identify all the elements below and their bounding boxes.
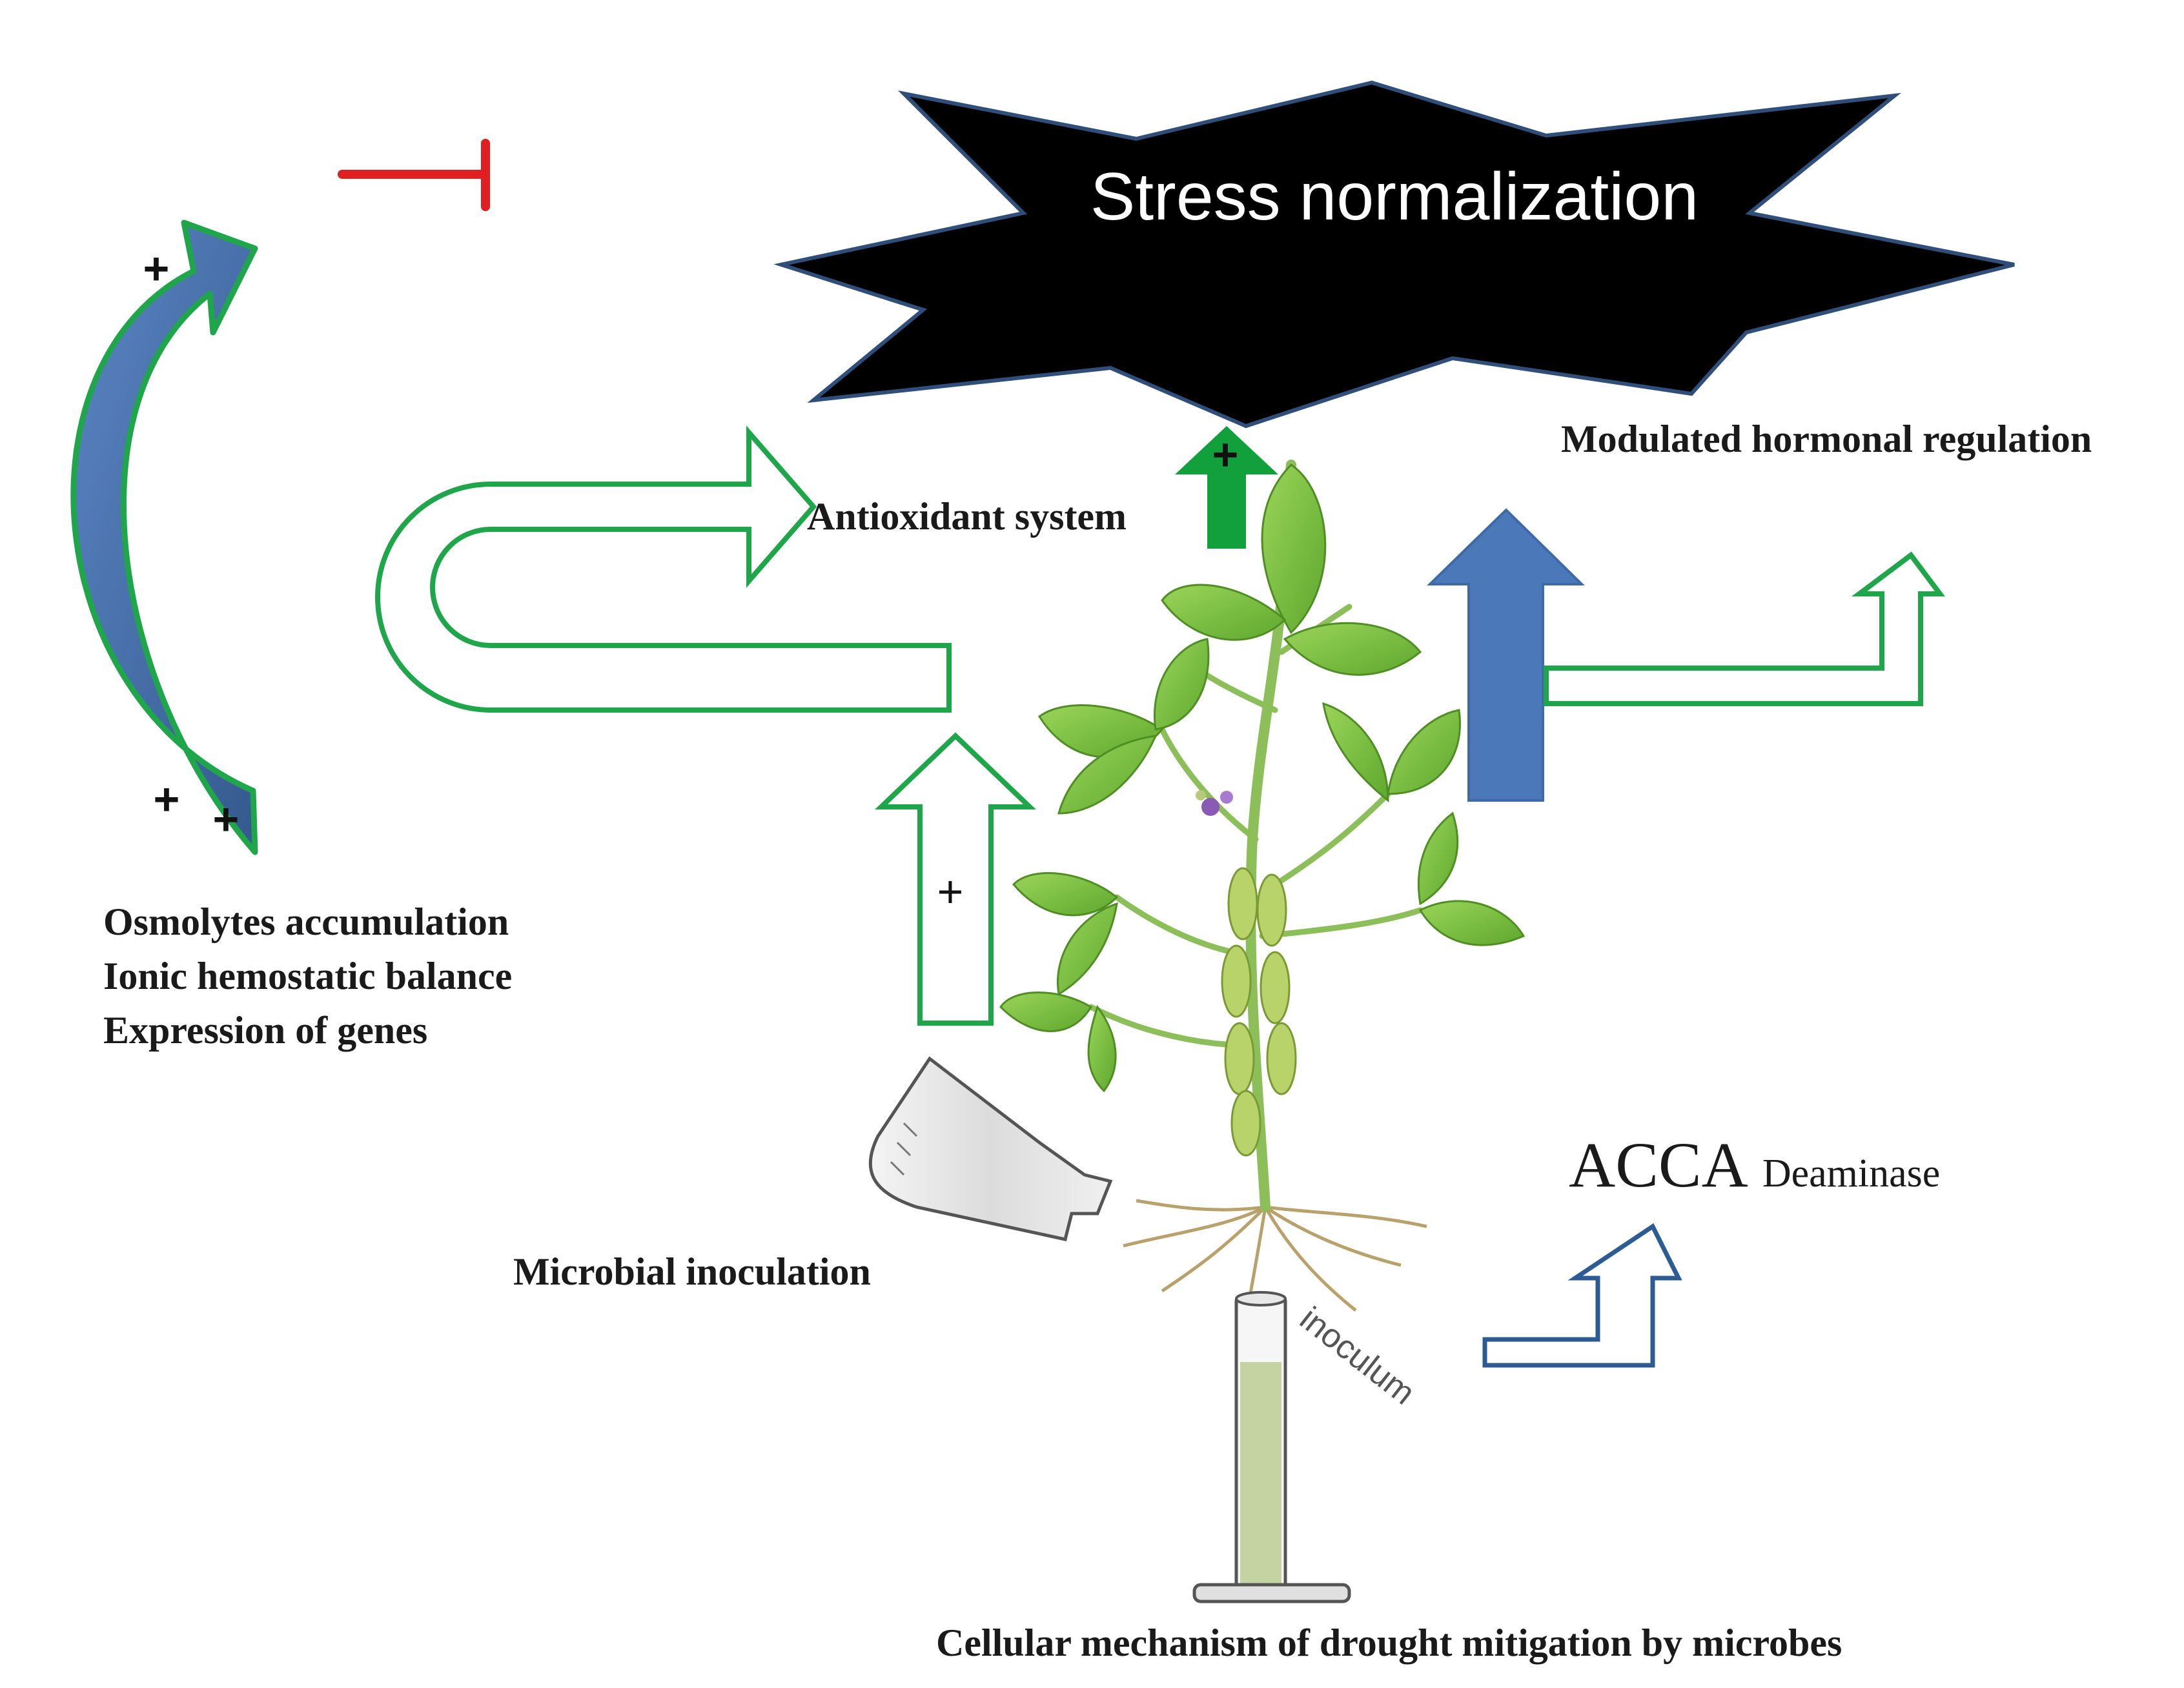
- inoculum-label: inoculum: [1293, 1300, 1422, 1412]
- microbial-up-arrow: +: [875, 732, 1036, 1026]
- modulated-hormonal-regulation-label: Modulated hormonal regulation: [1561, 418, 2092, 460]
- plant-flowers: [1196, 790, 1233, 816]
- plus-sign: +: [154, 774, 180, 824]
- microbial-inoculation-label: Microbial inoculation: [513, 1250, 871, 1293]
- antioxidant-system-label: Antioxidant system: [807, 495, 1127, 538]
- flask-icon: [868, 1056, 1113, 1241]
- plus-sign: +: [143, 243, 170, 294]
- blue-arrow-shape: [1427, 508, 1585, 802]
- leaf: [1261, 463, 1327, 635]
- acca-main: ACCA: [1569, 1129, 1748, 1201]
- stress-normalization-title: Stress normalization: [1090, 159, 1699, 234]
- star-shape: [773, 80, 2015, 429]
- stress-normalization-star: Stress normalization: [773, 80, 2015, 429]
- leaf: [1161, 584, 1287, 641]
- plant-illustration: [999, 460, 1526, 1317]
- uturn-arrow-shape: [375, 425, 952, 713]
- leaf: [1387, 709, 1461, 795]
- green-arrow-shape: [1175, 426, 1278, 549]
- leaf: [1322, 702, 1389, 803]
- test-tube-icon: [1192, 1291, 1351, 1603]
- ionic-balance-label: Ionic hemostatic balance: [103, 955, 512, 997]
- hormonal-elbow-arrow: [1544, 551, 1945, 706]
- leaf: [1154, 638, 1210, 731]
- elbow-arrow-shape: [1544, 551, 1945, 706]
- antioxidant-uturn-arrow: [375, 425, 952, 713]
- leaf: [1283, 622, 1422, 676]
- leaf: [1012, 872, 1119, 917]
- plus-sign: +: [937, 866, 964, 917]
- diagram-caption: Cellular mechanism of drought mitigation…: [936, 1622, 1842, 1664]
- up-arrow-shape: [875, 732, 1036, 1026]
- tube-liquid: [1240, 1362, 1281, 1585]
- hormonal-blue-arrow: [1427, 508, 1585, 802]
- tube-stand: [1192, 1583, 1351, 1603]
- antioxidant-green-arrow: +: [1175, 426, 1278, 549]
- curved-arrow-shape: [70, 219, 258, 855]
- leaf: [1087, 1004, 1117, 1093]
- acca-arrow-shape: [1482, 1223, 1682, 1368]
- acca-deaminase-label: ACCA Deaminase: [1569, 1129, 1940, 1201]
- leaf: [1418, 900, 1526, 946]
- inhibition-icon: [338, 139, 490, 211]
- plus-sign: +: [1212, 429, 1239, 480]
- plant-leaves: [999, 463, 1526, 1093]
- plus-sign: +: [213, 794, 240, 844]
- acca-elbow-arrow: [1482, 1223, 1682, 1368]
- plant-pods: [1221, 867, 1297, 1157]
- leaf: [1057, 735, 1158, 815]
- leaf: [1057, 902, 1118, 996]
- gene-expression-label: Expression of genes: [103, 1009, 427, 1052]
- flask-body: [868, 1056, 1113, 1241]
- plant-roots: [1123, 1199, 1427, 1317]
- leaf: [1417, 811, 1459, 906]
- osmolytes-curved-arrow: + + +: [70, 219, 258, 855]
- osmolytes-accumulation-label: Osmolytes accumulation: [103, 900, 509, 943]
- acca-sub: Deaminase: [1762, 1152, 1940, 1195]
- leaf: [999, 991, 1093, 1032]
